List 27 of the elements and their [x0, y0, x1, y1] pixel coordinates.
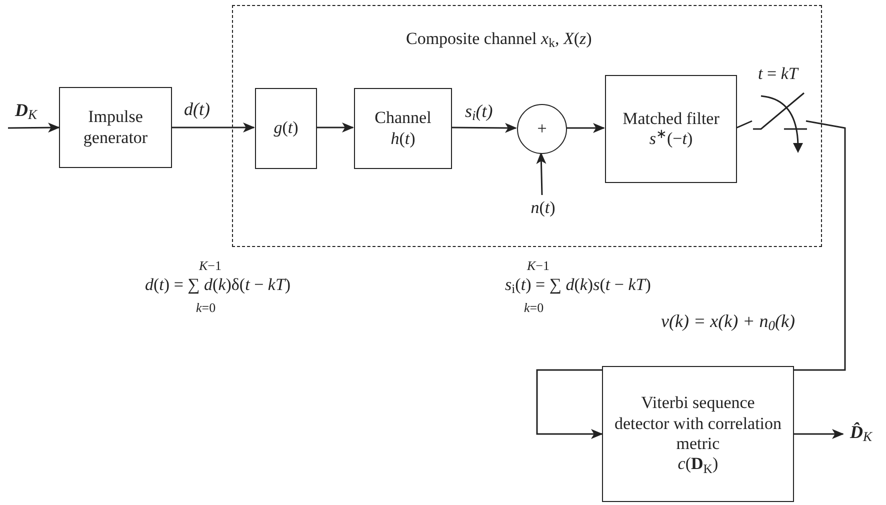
arrow — [8, 122, 60, 133]
formula: d(t) = ∑ d(k)δ(t − kT) — [145, 275, 291, 294]
process-box: Channel h(t) — [354, 88, 452, 169]
formula: s$_{i}$(t) = ∑ d(k)s(t − kT) — [505, 275, 651, 294]
process-box: Impulse generator — [59, 87, 172, 168]
edge-label: D$_{K}$ — [15, 100, 38, 120]
arrow — [172, 122, 255, 132]
signal-label: n(t) — [523, 196, 563, 220]
process-box: g(t) — [255, 88, 317, 169]
sum-limit: k=0 — [524, 300, 544, 315]
arrow — [316, 122, 354, 132]
arrow — [536, 152, 546, 196]
edge-label: s$_{i}$(t) — [465, 101, 493, 121]
sum-limit: k=0 — [196, 300, 216, 315]
process-box: Matched filter s$^{∗}$(−t) — [605, 75, 737, 183]
sum-limit: K−1 — [199, 258, 222, 273]
edge-label: D̂$_{K}$ — [850, 422, 872, 442]
group-title: Composite channel x$_{k}$, X(z) — [406, 29, 592, 48]
sum-limit: K−1 — [527, 258, 550, 273]
arrow — [566, 123, 605, 133]
process-box: Viterbi sequence detector with correlation metric c(D$_{K}$) — [602, 366, 794, 502]
dashed-group-box — [232, 5, 822, 247]
arrow — [794, 429, 844, 439]
edge-label: d(t) — [184, 99, 210, 119]
arrow — [451, 122, 517, 133]
sampling-time-label: t = kT — [758, 64, 798, 83]
edge-label: v(k) = x(k) + n$_{0}$(k) — [661, 311, 795, 331]
